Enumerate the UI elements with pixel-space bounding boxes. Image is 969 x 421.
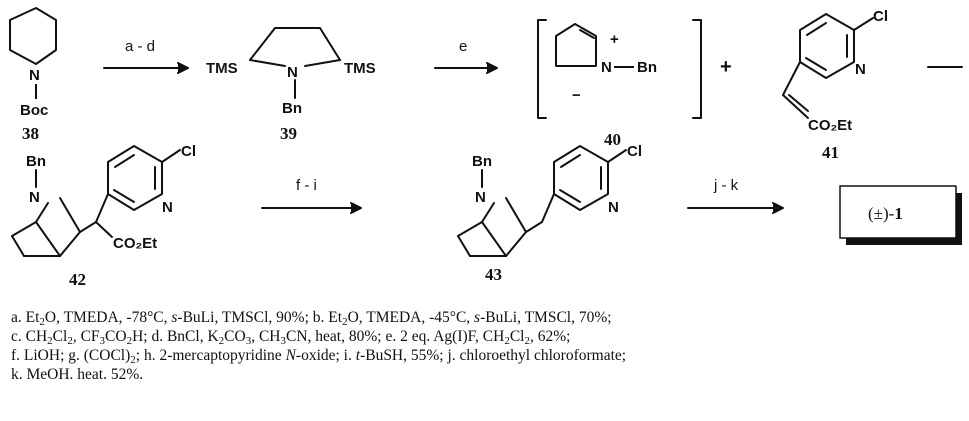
cond-sub: 2	[342, 316, 348, 328]
compound-number-43: 43	[485, 265, 502, 284]
arrow-label-j-k: j - k	[713, 177, 739, 194]
product-box	[839, 185, 962, 245]
cond-sub: 3	[99, 335, 106, 347]
tms-left-label: TMS	[206, 60, 238, 77]
compound-41-structure	[782, 13, 874, 119]
atom-n-pyr-43: N	[608, 199, 619, 216]
arrow-a-d	[103, 62, 189, 74]
arrow-j-k	[687, 202, 784, 214]
reaction-conditions: a. Et2O, TMEDA, -78°C, s-BuLi, TMSCl, 90…	[11, 308, 961, 384]
product-label: (±)-1	[868, 204, 903, 223]
cond-sub: 2	[67, 335, 73, 347]
arrow-label-e: e	[459, 38, 467, 55]
cond-sub: 2	[218, 335, 225, 347]
cond-text: CN, heat, 80%; e. 2 eq. Ag(I)F, CH	[286, 328, 505, 345]
arrow-label-f-i: f - i	[296, 177, 317, 194]
conditions-line-2: c. CH2Cl2, CF3CO2H; d. BnCl, K2CO3, CH3C…	[11, 327, 961, 347]
cl-label-42: Cl	[181, 143, 196, 160]
cond-text: Cl	[52, 328, 68, 345]
product-prefix: (±)-	[868, 204, 895, 223]
compound-number-38: 38	[22, 124, 39, 143]
cond-text: c. CH	[11, 328, 48, 345]
reaction-scheme: N Boc 38 a - d TMS N TMS Bn 39 e N + Bn …	[9, 7, 963, 289]
cond-text: ; h. 2-mercaptopyridine	[135, 347, 286, 364]
compound-43-structure	[457, 145, 627, 257]
cond-text: a. Et	[11, 309, 40, 326]
arrow-f-i	[261, 202, 362, 214]
cond-text: H; d. BnCl, K	[132, 328, 219, 345]
compound-38-structure	[9, 7, 57, 65]
cond-sub: 3	[245, 335, 252, 347]
minus-charge-40: −	[572, 87, 581, 104]
cl-label-41: Cl	[873, 8, 888, 25]
cond-text: -BuSH, 55%; j. chloroethyl chloroformate…	[360, 347, 627, 364]
tms-right-label: TMS	[344, 60, 376, 77]
compound-39-structure	[249, 27, 341, 99]
plus-sign: +	[720, 56, 732, 78]
atom-n-42: N	[29, 189, 40, 206]
conditions-line-3: f. LiOH; g. (COCl)2; h. 2-mercaptopyridi…	[11, 346, 961, 366]
cond-italic: s	[474, 309, 481, 326]
compound-40-structure	[537, 19, 702, 119]
arrow-label-a-d: a - d	[125, 38, 155, 55]
bn-label-42: Bn	[26, 153, 46, 170]
plus-charge-40: +	[610, 31, 619, 48]
compound-42-structure	[11, 145, 181, 257]
conditions-line-1: a. Et2O, TMEDA, -78°C, s-BuLi, TMSCl, 90…	[11, 308, 961, 328]
ester-label-41: CO₂Et	[808, 117, 852, 134]
boc-label: Boc	[20, 102, 48, 119]
cond-text: f. LiOH; g. (COCl)	[11, 347, 131, 364]
compound-number-42: 42	[69, 270, 86, 289]
cond-italic: N	[285, 347, 296, 364]
cond-sub: 2	[39, 316, 45, 328]
cond-text: -oxide; i.	[295, 347, 356, 364]
cond-italic: t	[355, 347, 361, 364]
cond-sub: 2	[524, 335, 530, 347]
product-number: 1	[894, 204, 903, 223]
cond-sub: 2	[47, 335, 53, 347]
atom-n-40: N	[601, 59, 612, 76]
ester-label-42: CO₂Et	[113, 235, 157, 252]
atom-n-43: N	[475, 189, 486, 206]
cond-sub: 2	[126, 335, 133, 347]
cond-text: , 62%;	[529, 328, 571, 345]
cond-text: O, TMEDA, -78°C,	[44, 309, 172, 326]
cond-sub: 2	[130, 354, 136, 366]
atom-n-39: N	[287, 64, 298, 81]
cond-sub: 2	[504, 335, 510, 347]
cond-italic: s	[171, 309, 178, 326]
bn-label-39: Bn	[282, 100, 302, 117]
compound-number-39: 39	[280, 124, 297, 143]
atom-n-38: N	[29, 67, 40, 84]
cond-text: Cl	[509, 328, 525, 345]
compound-number-41: 41	[822, 143, 839, 162]
cond-text: CO	[224, 328, 246, 345]
cond-text: , CH	[251, 328, 281, 345]
cond-text: -BuLi, TMSCl, 90%; b. Et	[177, 309, 343, 326]
cond-text: -BuLi, TMSCl, 70%;	[480, 309, 612, 326]
bn-label-40: Bn	[637, 59, 657, 76]
cl-label-43: Cl	[627, 143, 642, 160]
cond-text: CO	[105, 328, 127, 345]
cond-text: O, TMEDA, -45°C,	[347, 309, 475, 326]
cond-text: k. MeOH. heat. 52%.	[11, 366, 144, 383]
bn-label-43: Bn	[472, 153, 492, 170]
arrow-e	[434, 62, 498, 74]
cond-sub: 3	[280, 335, 287, 347]
atom-n-41: N	[855, 61, 866, 78]
atom-n-pyr-42: N	[162, 199, 173, 216]
conditions-line-4: k. MeOH. heat. 52%.	[11, 365, 961, 384]
compound-number-40: 40	[604, 130, 621, 149]
cond-text: , CF	[72, 328, 100, 345]
